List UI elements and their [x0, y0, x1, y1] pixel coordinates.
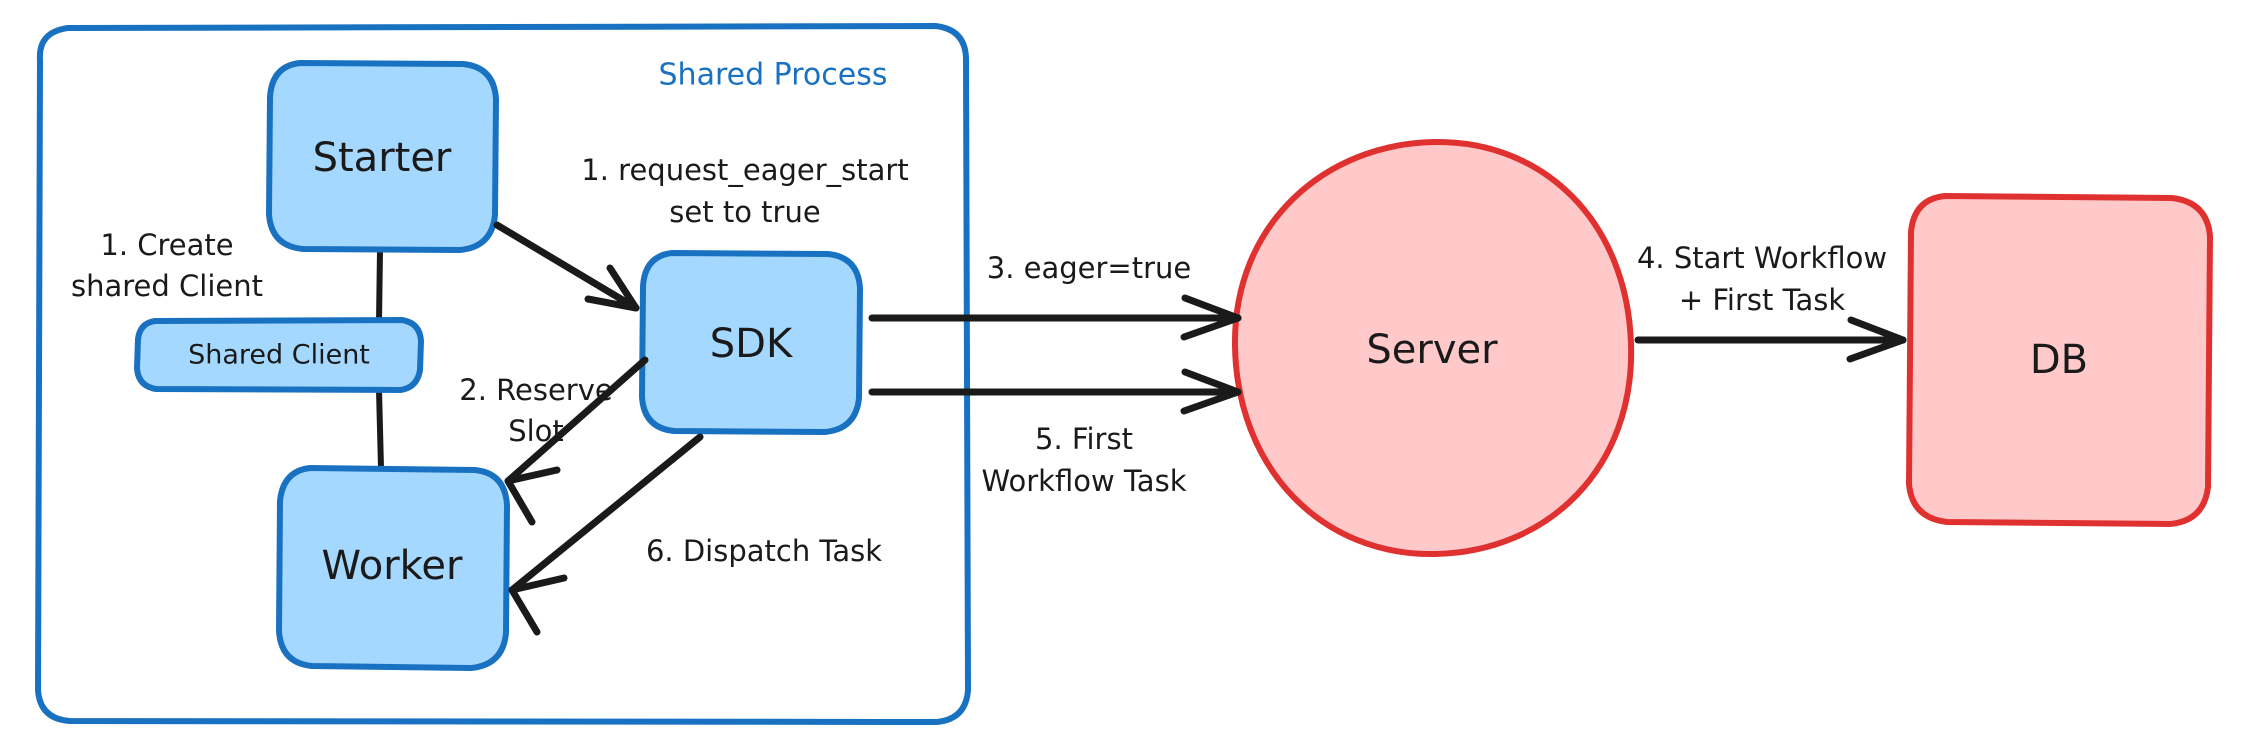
eager-true-line1: 3. eager=true [987, 251, 1192, 285]
shared-process-group: Shared Process [35, 23, 971, 725]
node-worker[interactable]: Worker [276, 465, 510, 671]
arrow-server-to-db [1634, 316, 1907, 363]
shared-process-border [35, 23, 971, 725]
start-workflow-line1: 4. Start Workflow [1637, 241, 1887, 275]
node-db[interactable]: DB [1906, 193, 2213, 527]
edge-label-dispatch-task: 6. Dispatch Task [646, 534, 882, 568]
server-ellipse [1231, 138, 1635, 558]
sdk-box [639, 250, 863, 435]
arrow-sdk-to-server-first-task [868, 368, 1242, 415]
arrows [493, 221, 1907, 636]
shared-client-label: Shared Client [188, 340, 370, 371]
dispatch-task-line1: 6. Dispatch Task [646, 534, 882, 568]
arrow-sdk-to-worker-reserve [504, 356, 649, 526]
create-shared-client-line1: 1. Create [100, 228, 233, 262]
arrow-sdk-to-server-eager [868, 294, 1242, 341]
edge-label-start-workflow: 4. Start Workflow + First Task [1637, 241, 1887, 317]
sdk-label: SDK [710, 321, 794, 367]
db-label: DB [2030, 337, 2088, 383]
server-label: Server [1366, 327, 1498, 373]
starter-label: Starter [313, 135, 452, 181]
starter-box [266, 60, 499, 253]
db-box [1906, 193, 2213, 527]
request-eager-start-line2: set to true [669, 195, 820, 229]
node-shared-client[interactable]: Shared Client [134, 317, 424, 393]
create-shared-client-line2: shared Client [71, 269, 263, 303]
first-workflow-task-line2: Workflow Task [982, 464, 1187, 498]
shared-client-box [134, 317, 424, 393]
line-starter-shared-client [376, 247, 383, 325]
edge-label-create-shared-client: 1. Create shared Client [71, 228, 263, 303]
edge-labels: 1. Create shared Client 1. request_eager… [71, 153, 1887, 568]
shared-process-label: Shared Process [659, 58, 888, 93]
arrow-starter-to-sdk [493, 221, 640, 312]
node-server[interactable]: Server [1231, 138, 1635, 558]
first-workflow-task-line1: 5. First [1035, 422, 1133, 456]
reserve-slot-line1: 2. Reserve [459, 373, 612, 407]
worker-box [276, 465, 510, 671]
node-starter[interactable]: Starter [266, 60, 499, 253]
connector-lines [376, 247, 384, 471]
edge-label-request-eager-start: 1. request_eager_start set to true [581, 153, 908, 229]
worker-label: Worker [322, 543, 463, 589]
node-sdk[interactable]: SDK [639, 250, 863, 435]
edge-label-reserve-slot: 2. Reserve Slot [459, 373, 612, 448]
start-workflow-line2: + First Task [1679, 283, 1846, 317]
edge-label-first-workflow-task: 5. First Workflow Task [982, 422, 1187, 498]
edge-label-eager-true: 3. eager=true [987, 251, 1192, 285]
arrow-sdk-to-worker-dispatch [508, 433, 704, 636]
line-shared-client-worker [376, 387, 384, 471]
request-eager-start-line1: 1. request_eager_start [581, 153, 908, 187]
reserve-slot-line2: Slot [508, 414, 564, 448]
